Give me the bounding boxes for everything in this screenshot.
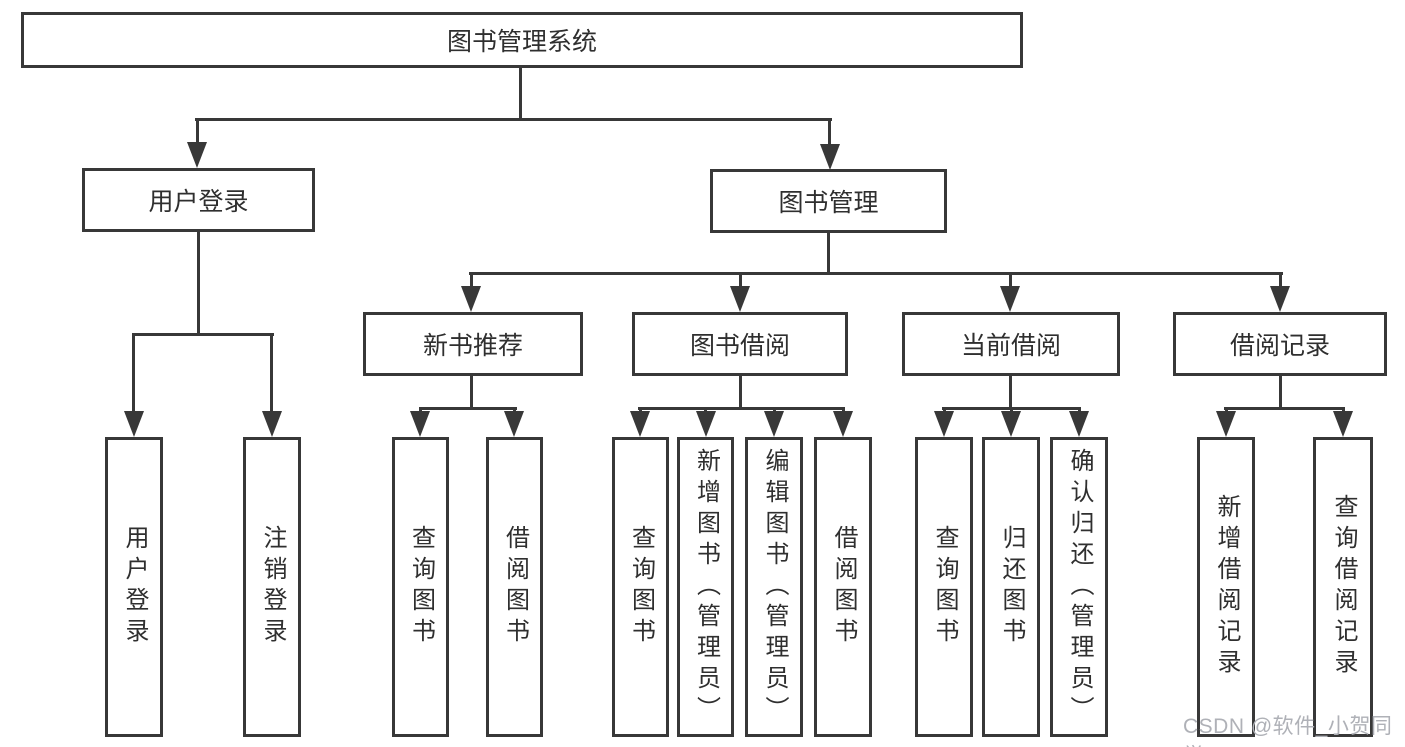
arrowhead-leaf-user-login [124,411,144,437]
connector-current-borrowing-stem [1009,374,1012,410]
leaf-borrow-books-recommend: 借阅图书 [486,437,543,737]
node-borrowing-records: 借阅记录 [1173,312,1387,376]
arrowhead-leaf-edit-books [764,411,784,437]
node-book-borrowing: 图书借阅 [632,312,848,376]
leaf-logout: 注销登录 [243,437,301,737]
connector-user-login-stem [197,230,200,336]
leaf-edit-books-admin: 编辑图书（管理员） [745,437,803,737]
connector-to-current-borrowing [1009,272,1012,290]
csdn-watermark: CSDN @软件_小贺同学 [1183,715,1393,747]
connector-user-login-split [132,333,274,336]
connector-to-user-login [196,118,199,148]
arrowhead-borrowing-records [1270,286,1290,312]
leaf-query-borrow-record: 查询借阅记录 [1313,437,1373,737]
arrowhead-leaf-query-record [1333,411,1353,437]
node-library-management-system: 图书管理系统 [21,12,1023,68]
connector-new-book-recommend-stem [470,374,473,410]
arrowhead-leaf-add-books [696,411,716,437]
connector-borrowing-records-split [1224,407,1345,410]
arrowhead-leaf-return-books [1001,411,1021,437]
connector-to-book-borrowing [739,272,742,290]
leaf-confirm-return-admin: 确认归还（管理员） [1050,437,1108,737]
node-book-management: 图书管理 [710,169,947,233]
connector-to-leaf-user-login [132,333,135,415]
leaf-add-books-admin: 新增图书（管理员） [677,437,734,737]
connector-to-book-management [828,118,831,150]
node-current-borrowing: 当前借阅 [902,312,1120,376]
connector-borrowing-records-stem [1279,374,1282,410]
connector-root-split [195,118,832,121]
arrowhead-leaf-borrow-books-1 [504,411,524,437]
node-new-book-recommend: 新书推荐 [363,312,583,376]
arrowhead-leaf-query-books-1 [410,411,430,437]
arrowhead-current-borrowing [1000,286,1020,312]
connector-root-stem [519,66,522,121]
leaf-query-books-current: 查询图书 [915,437,973,737]
leaf-return-books: 归还图书 [982,437,1040,737]
arrowhead-leaf-add-record [1216,411,1236,437]
arrowhead-leaf-logout [262,411,282,437]
arrowhead-leaf-query-books-3 [934,411,954,437]
arrowhead-new-book-recommend [461,286,481,312]
leaf-user-login: 用户登录 [105,437,163,737]
connector-book-borrowing-stem [739,374,742,410]
connector-to-new-book-recommend [470,272,473,290]
leaf-query-books-recommend: 查询图书 [392,437,449,737]
arrowhead-leaf-borrow-books-2 [833,411,853,437]
connector-to-leaf-logout [270,333,273,415]
arrowhead-leaf-query-books-2 [630,411,650,437]
node-user-login: 用户登录 [82,168,315,232]
leaf-borrow-books-borrowing: 借阅图书 [814,437,872,737]
connector-book-management-stem [827,231,830,275]
arrowhead-book-management [820,144,840,170]
arrowhead-user-login [187,142,207,168]
connector-new-book-recommend-split [419,407,517,410]
connector-book-management-split [469,272,1283,275]
arrowhead-book-borrowing [730,286,750,312]
connector-to-borrowing-records [1279,272,1282,290]
arrowhead-leaf-confirm-return [1069,411,1089,437]
leaf-query-books-borrowing: 查询图书 [612,437,669,737]
connector-book-borrowing-split [638,407,844,410]
leaf-add-borrow-record: 新增借阅记录 [1197,437,1255,737]
